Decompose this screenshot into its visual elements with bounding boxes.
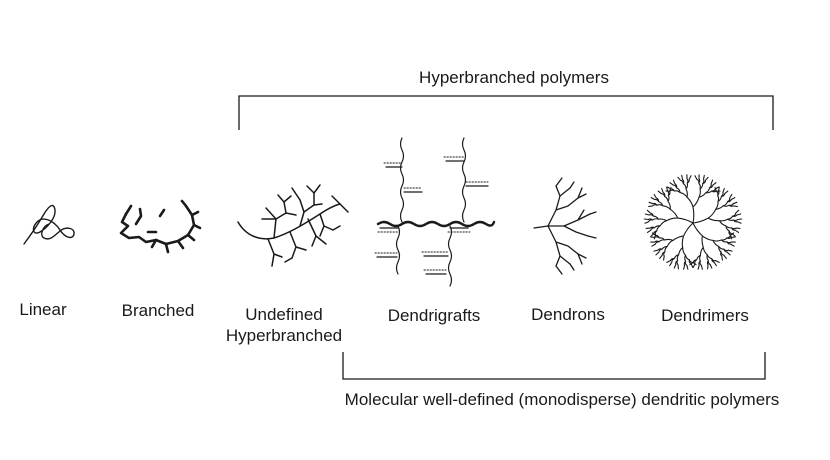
dendrigraft-polymer-icon: [374, 137, 496, 287]
dendrimer-branches: [643, 174, 743, 270]
hyperbranched-polymer-icon: [237, 184, 349, 267]
label-undefined-hyperbranched: Undefined Hyperbranched: [226, 304, 342, 346]
branched-polymer-icon: [119, 199, 202, 254]
bottom-bracket-label: Molecular well-defined (monodisperse) de…: [344, 390, 780, 409]
top-bracket-label: Hyperbranched polymers: [419, 68, 609, 87]
label-branched: Branched: [121, 301, 195, 320]
label-linear: Linear: [19, 300, 67, 319]
label-undefined-line1: Undefined: [245, 305, 323, 324]
label-dendrigrafts: Dendrigrafts: [387, 306, 481, 325]
label-dendrons: Dendrons: [531, 305, 605, 324]
bottom-bracket: [342, 352, 766, 380]
top-bracket: [238, 95, 774, 130]
dendrimer-polymer-icon: [643, 174, 743, 270]
label-dendrimers: Dendrimers: [661, 306, 749, 325]
linear-polymer-icon: [23, 204, 75, 245]
label-undefined-line2: Hyperbranched: [225, 326, 343, 345]
dendron-polymer-icon: [533, 177, 597, 275]
